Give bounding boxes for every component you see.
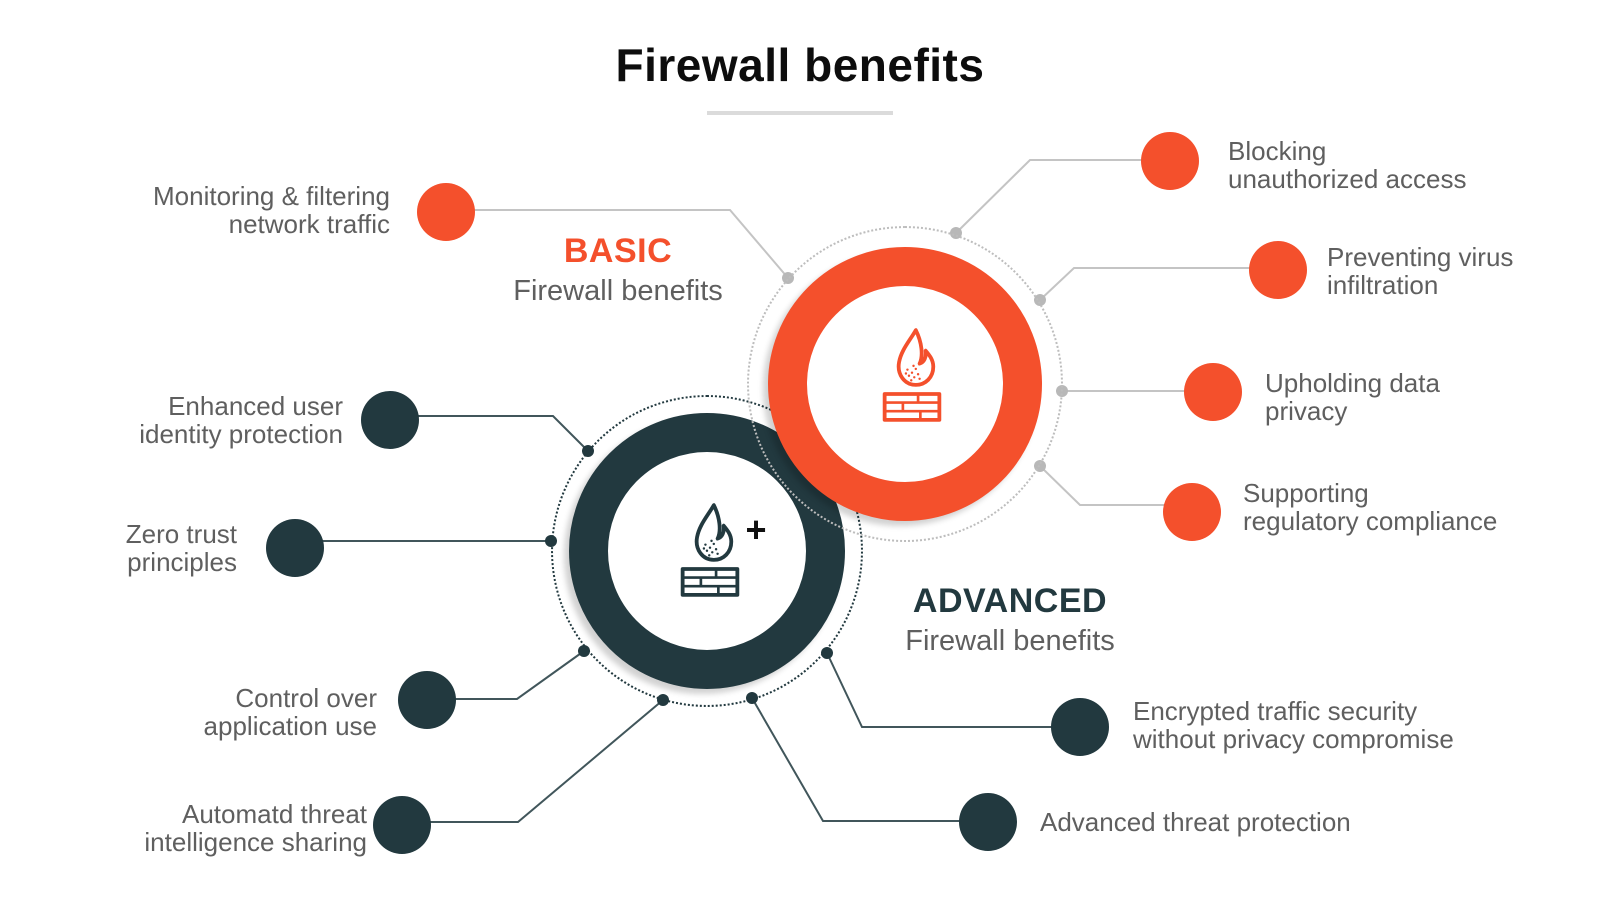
benefit-label-advanced-threat: Advanced threat protection	[1040, 807, 1351, 837]
benefit-dot-enhanced-identity	[361, 391, 419, 449]
benefit-dot-automated-threat-intel	[373, 796, 431, 854]
benefit-dot-advanced-threat	[959, 793, 1017, 851]
basic-heading: BASIC	[563, 232, 673, 270]
firewall-flame-brickwall-icon	[680, 503, 740, 597]
benefit-label-enhanced-identity: Enhanced user identity protection	[139, 391, 343, 449]
advanced-group-heading: ADVANCED Firewall benefits	[880, 582, 1140, 658]
title-underline	[707, 111, 893, 115]
plus-icon: +	[745, 509, 767, 550]
benefit-dot-monitoring	[417, 183, 475, 241]
benefit-dot-application-control	[398, 671, 456, 729]
benefit-label-monitoring: Monitoring & filtering network traffic	[153, 181, 390, 239]
benefit-dot-upholding	[1184, 363, 1242, 421]
benefit-dot-supporting	[1163, 483, 1221, 541]
basic-subheading: Firewall benefits	[513, 275, 723, 307]
benefit-label-supporting: Supporting regulatory compliance	[1243, 478, 1498, 536]
page-title: Firewall benefits	[615, 39, 985, 91]
benefit-label-upholding: Upholding data privacy	[1265, 368, 1440, 426]
benefit-dot-preventing	[1249, 241, 1307, 299]
benefit-dot-zero-trust	[266, 519, 324, 577]
firewall-flame-brickwall-icon	[882, 328, 942, 422]
advanced-subheading: Firewall benefits	[905, 625, 1115, 657]
benefit-label-preventing: Preventing virus infiltration	[1327, 242, 1514, 300]
benefit-dot-blocking	[1141, 132, 1199, 190]
benefit-dot-encrypted-traffic	[1051, 698, 1109, 756]
benefit-label-blocking: Blocking unauthorized access	[1228, 136, 1467, 194]
advanced-heading: ADVANCED	[912, 582, 1108, 620]
benefit-label-automated-threat-intel: Automatd threat intelligence sharing	[144, 799, 367, 857]
benefit-label-zero-trust: Zero trust principles	[125, 519, 237, 577]
benefit-label-application-control: Control over application use	[203, 683, 377, 741]
basic-dotted-circle	[747, 226, 1063, 542]
benefit-label-encrypted-traffic: Encrypted traffic security without priva…	[1133, 696, 1454, 754]
basic-group-heading: BASIC Firewall benefits	[478, 232, 758, 308]
advanced-dotted-circle	[551, 395, 863, 707]
